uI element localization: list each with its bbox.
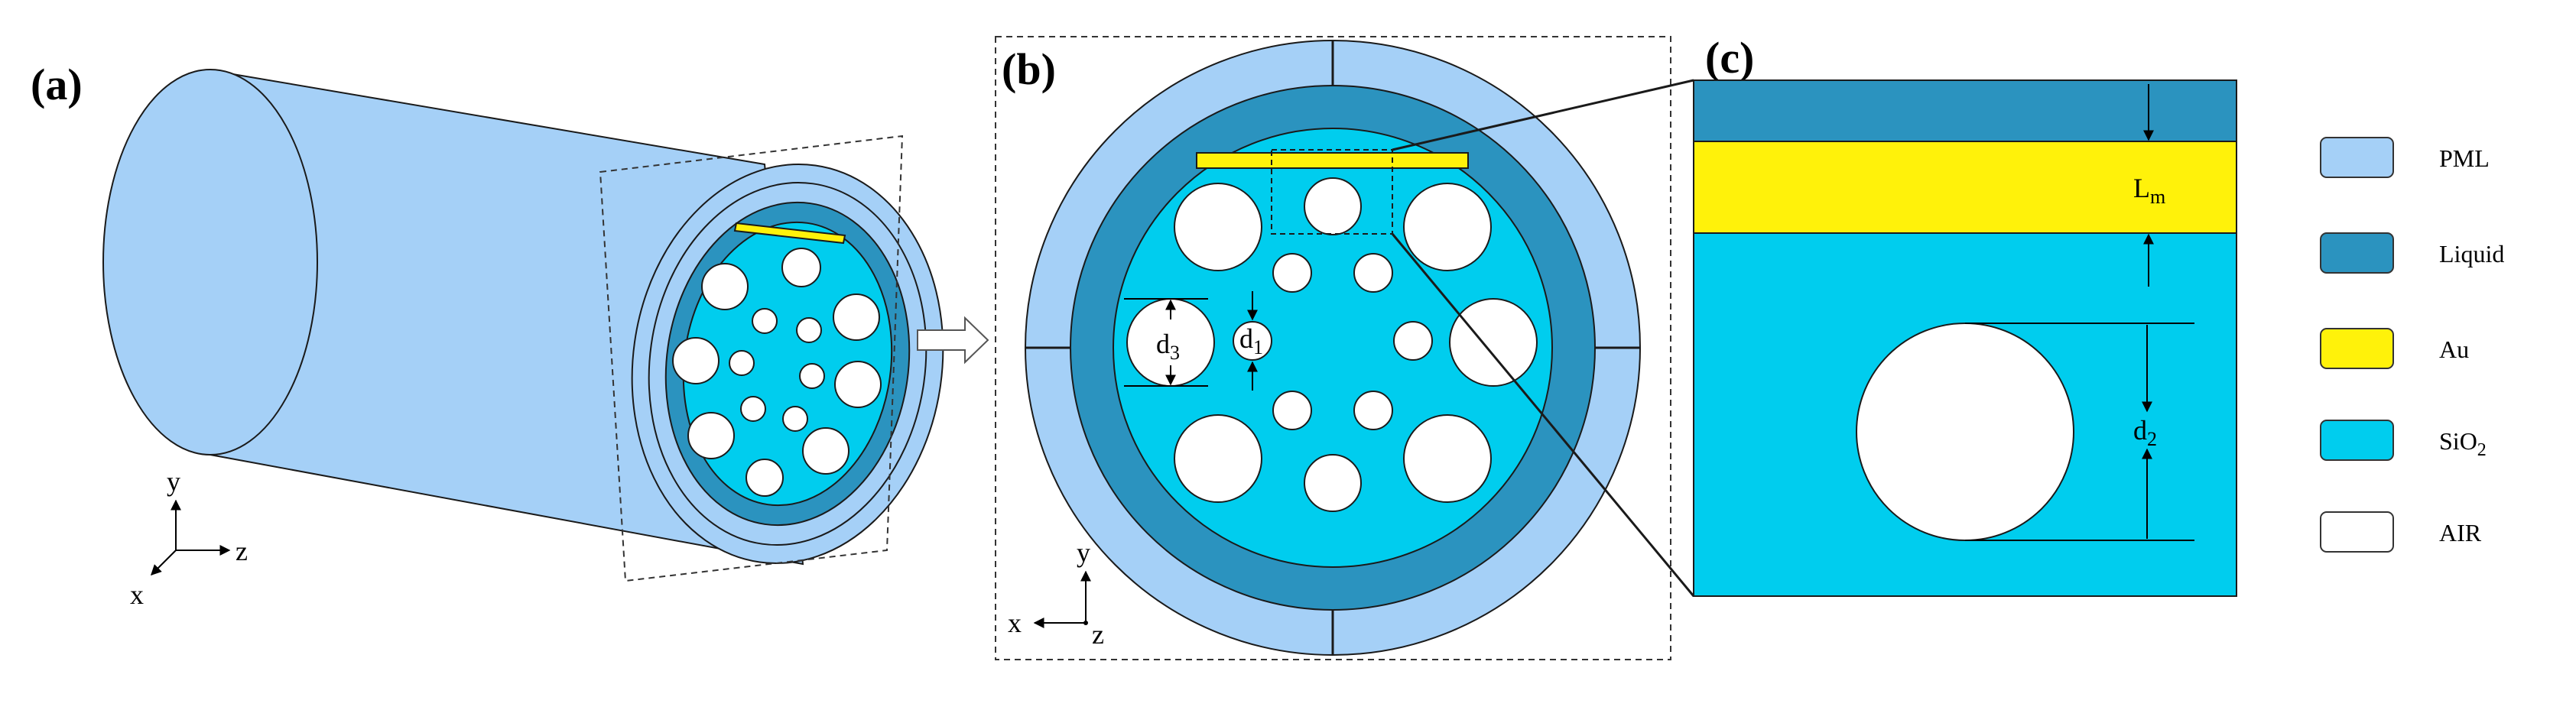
dim-d2-subscript: 2 <box>2147 428 2157 450</box>
svg-text:SiO2: SiO2 <box>2439 427 2487 460</box>
legend-swatch-sio2 <box>2320 420 2394 461</box>
dim-d1-label: d <box>1239 323 1253 354</box>
dim-lm: Lm <box>2133 84 2165 287</box>
panel-b-label: (b) <box>1002 44 1056 94</box>
cylinder-back-cap <box>102 69 318 456</box>
legend-swatch-pml <box>2320 137 2394 178</box>
front-face-air-holes <box>672 248 882 497</box>
panel-a-label: (a) <box>31 60 83 109</box>
legend-item-pml: PML <box>2320 137 2490 178</box>
panel-b-axes: y x z <box>1008 537 1104 650</box>
zoom-frame <box>1693 79 2237 597</box>
panel-a: (a) <box>31 60 989 610</box>
axis-b-x-label: x <box>1008 608 1022 638</box>
axis-b-y-label: y <box>1077 537 1090 568</box>
panel-b: (b) <box>995 36 1671 660</box>
panel-b-frame <box>995 36 1671 660</box>
panel-c-label: (c) <box>1705 33 1754 83</box>
air-holes <box>1126 177 1538 512</box>
dim-lm-subscript: m <box>2150 186 2165 208</box>
dim-d1: d1 <box>1239 291 1263 391</box>
legend-label-air: AIR <box>2439 519 2482 546</box>
legend-label-sio2-subscript: 2 <box>2477 440 2487 460</box>
dim-d3-label: d <box>1156 329 1170 359</box>
svg-text:Lm: Lm <box>2133 173 2165 208</box>
transition-arrow <box>917 316 989 365</box>
legend-swatch-au <box>2320 328 2394 369</box>
dim-d2: d2 <box>1965 323 2194 541</box>
legend-label-sio2: SiO <box>2439 427 2477 455</box>
legend-label-liquid: Liquid <box>2439 240 2504 267</box>
gold-film <box>1196 152 1469 169</box>
legend-label-au: Au <box>2439 336 2469 363</box>
svg-text:d2: d2 <box>2133 415 2157 450</box>
perspective-selection-frame <box>599 135 904 582</box>
dim-d3: d3 <box>1124 298 1208 387</box>
legend-label-pml: PML <box>2439 144 2490 172</box>
legend-item-sio2: SiO2 <box>2320 420 2487 461</box>
legend-swatch-liquid <box>2320 232 2394 274</box>
pml-division-lines <box>1025 41 1640 655</box>
svg-text:d1: d1 <box>1239 323 1263 358</box>
dim-d2-label: d <box>2133 415 2147 446</box>
dim-d3-subscript: 3 <box>1170 342 1180 364</box>
axis-y-label: y <box>167 466 180 497</box>
zoom-air-hole <box>1856 323 2074 541</box>
axis-z-label: z <box>236 536 248 566</box>
legend-item-air: AIR <box>2320 511 2482 553</box>
legend-item-liquid: Liquid <box>2320 232 2504 274</box>
dim-lm-label: L <box>2133 173 2150 203</box>
dim-d1-subscript: 1 <box>1253 336 1263 358</box>
zoom-connectors <box>1391 79 1695 597</box>
axis-x-label: x <box>130 579 144 610</box>
legend: PML Liquid Au SiO2 AIR <box>2320 137 2504 553</box>
axis-b-z-label: z <box>1092 619 1104 650</box>
zoom-liquid-layer <box>1694 80 2237 141</box>
panel-a-axes: y z x <box>130 466 248 610</box>
legend-swatch-air <box>2320 511 2394 553</box>
svg-text:d3: d3 <box>1156 329 1180 364</box>
panel-c: (c) Lm d2 <box>1693 33 2237 597</box>
zoom-selection-box <box>1271 149 1393 235</box>
legend-item-au: Au <box>2320 328 2469 369</box>
front-face-gold-film <box>733 222 846 245</box>
zoom-gold-layer <box>1694 141 2237 233</box>
